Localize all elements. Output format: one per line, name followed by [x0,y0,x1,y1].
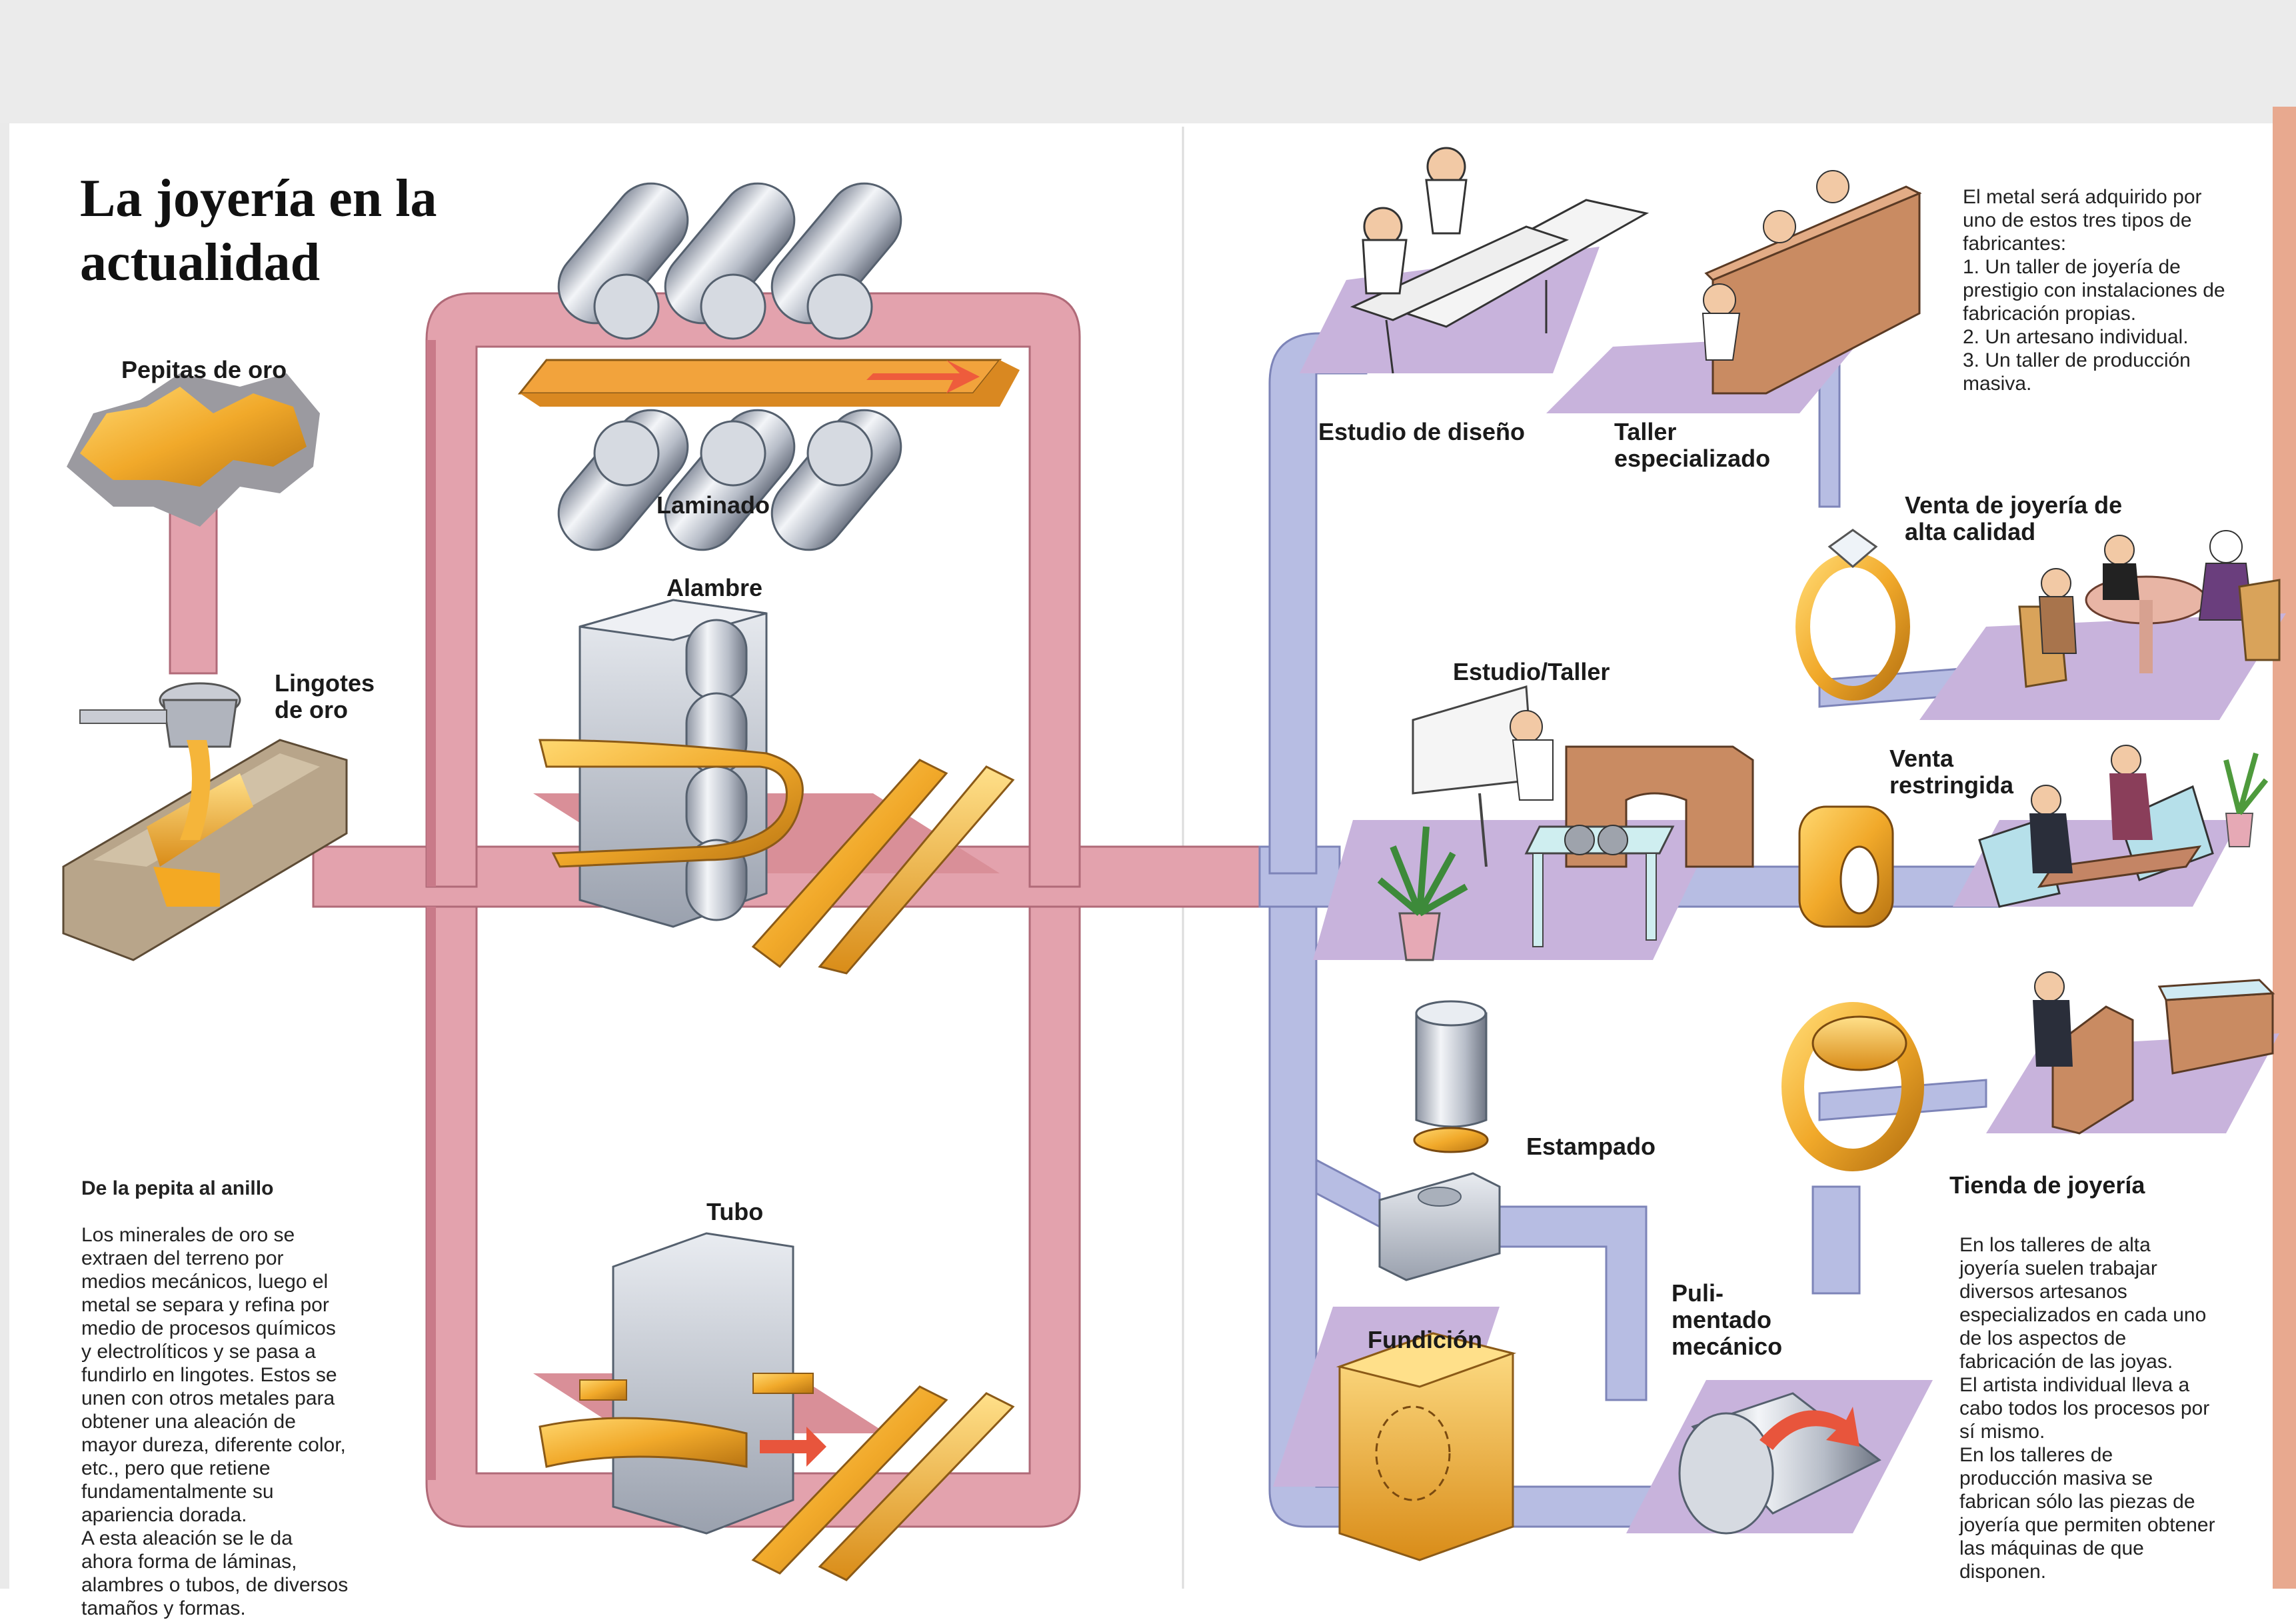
wire-drawing-die [533,599,1015,975]
label-alambre: Alambre [666,574,763,601]
label-estampado: Estampado [1526,1133,1656,1160]
solitaire-ring [1795,529,1910,701]
specialised-workshop [1702,170,1922,395]
label-estudio-taller: Estudio/Taller [1453,658,1610,685]
signet-ring [1781,1002,1924,1171]
label-pulimentado: Puli- mentado mecánico [1672,1279,1783,1360]
designer-ring [1798,805,1894,928]
polishing-drum [1678,1392,1881,1535]
jewellery-shop [2033,971,2275,1135]
individual-studio [1377,685,1754,961]
label-tienda: Tienda de joyería [1949,1171,2145,1199]
restricted-sale-room [1978,745,2269,908]
talleres-text: En los talleres de alta joyería suelen t… [1959,1234,2215,1583]
design-studio [1350,147,1650,374]
intro-text-block: De la pepita al anillo Los minerales de … [81,1153,428,1620]
label-tubo: Tubo [706,1198,764,1225]
tube-drawing-die [533,1232,1015,1581]
label-estudio-diseno: Estudio de diseño [1318,418,1526,445]
intro-body: Los minerales de oro se extraen del terr… [81,1224,349,1619]
label-pepitas: Pepitas de oro [121,356,287,383]
label-venta-alta: Venta de joyería de alta calidad [1905,491,2123,545]
label-laminado: Laminado [656,491,770,519]
label-venta-restringida: Venta restringida [1889,745,2014,799]
stamping-press [1378,1000,1501,1281]
fabricantes-text: El metal será adquirido por uno de estos… [1963,186,2225,395]
label-lingotes: Lingotes de oro [275,669,375,723]
gold-nuggets [67,373,320,527]
label-fundicion: Fundición [1368,1326,1482,1353]
pink-flow-highlights [427,340,436,1480]
ingot-mould [62,682,348,961]
label-taller-especializado: Taller especializado [1614,418,1771,472]
rolling-mill [517,182,1020,551]
high-end-shop [2018,530,2281,688]
casting-block [1336,1332,1517,1561]
page-title: La joyería en la actualidad [80,169,437,292]
intro-heading: De la pepita al anillo [81,1177,274,1199]
